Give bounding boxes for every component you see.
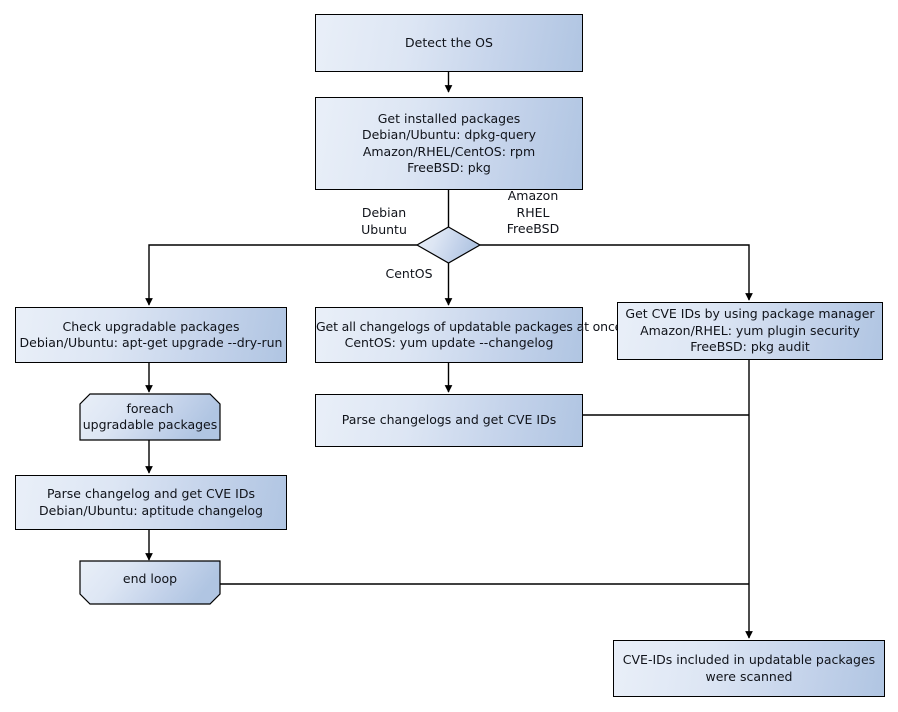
edge-label-centos: CentOS xyxy=(378,266,440,283)
edge-label-amazon-line2: RHEL xyxy=(516,204,550,220)
node-foreach-upgradable-packages-text: foreach upgradable packages xyxy=(82,400,218,433)
node-end-loop-text: end loop xyxy=(122,571,178,587)
node-get-cve-ids-package-manager[interactable]: Get CVE IDs by using package manager Ama… xyxy=(617,302,883,360)
node-get-installed-packages[interactable]: Get installed packages Debian/Ubuntu: dp… xyxy=(315,97,583,190)
edge-label-debian-ubuntu: Debian Ubuntu xyxy=(344,205,424,238)
node-get-cve-ids-package-manager-text: Get CVE IDs by using package manager Ama… xyxy=(625,306,875,355)
node-get-all-changelogs[interactable]: Get all changelogs of updatable packages… xyxy=(315,307,623,363)
node-parse-changelog-cve-ids[interactable]: Parse changelog and get CVE IDs Debian/U… xyxy=(15,475,287,530)
node-check-upgradable-packages[interactable]: Check upgradable packages Debian/Ubuntu:… xyxy=(15,307,287,363)
edge-label-amazon-rhel-freebsd: Amazon RHEL FreeBSD xyxy=(489,188,577,238)
edge-label-debian-line2: Ubuntu xyxy=(361,221,407,237)
node-scan-complete[interactable]: CVE-IDs included in updatable packages w… xyxy=(613,640,885,697)
node-detect-os[interactable]: Detect the OS xyxy=(315,14,583,72)
node-get-installed-packages-text: Get installed packages Debian/Ubuntu: dp… xyxy=(361,110,537,176)
node-foreach-upgradable-packages[interactable]: foreach upgradable packages xyxy=(80,394,220,440)
node-detect-os-text: Detect the OS xyxy=(405,34,493,50)
edge-label-debian-line1: Debian xyxy=(361,205,407,220)
edge-label-amazon-line1: Amazon xyxy=(507,188,559,203)
node-parse-changelogs-cve-ids[interactable]: Parse changelogs and get CVE IDs xyxy=(315,394,583,447)
edge-decision-debian xyxy=(145,244,417,306)
edge-decision-amazon xyxy=(480,244,753,301)
edge-label-centos-line1: CentOS xyxy=(385,266,433,281)
edge-label-amazon-line3: FreeBSD xyxy=(506,221,560,236)
node-parse-changelog-cve-ids-text: Parse changelog and get CVE IDs Debian/U… xyxy=(39,486,263,518)
node-get-all-changelogs-text: Get all changelogs of updatable packages… xyxy=(316,318,623,351)
node-check-upgradable-packages-text: Check upgradable packages Debian/Ubuntu:… xyxy=(19,318,283,351)
node-scan-complete-text: CVE-IDs included in updatable packages w… xyxy=(622,652,876,684)
node-parse-changelogs-cve-ids-text: Parse changelogs and get CVE IDs xyxy=(341,412,557,428)
node-end-loop[interactable]: end loop xyxy=(80,561,220,604)
decision-diamond-shape xyxy=(415,226,482,264)
